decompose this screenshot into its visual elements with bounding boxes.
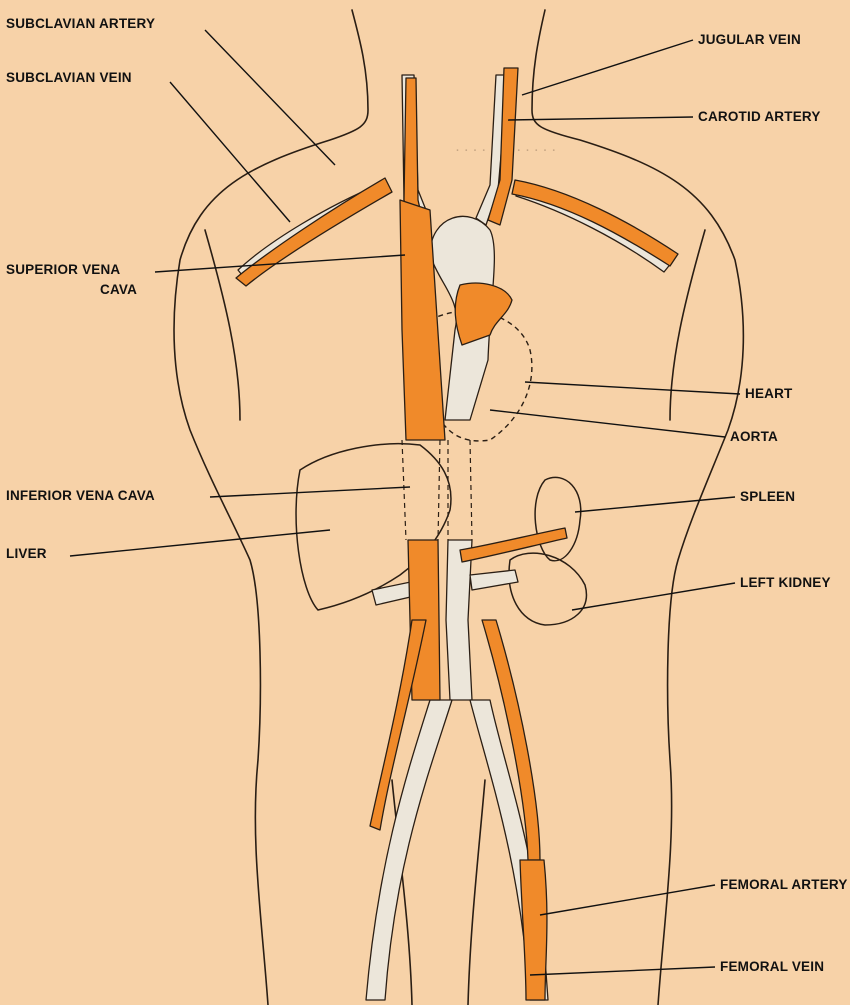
left-kidney-outline [509,553,586,625]
arteries [236,68,678,1000]
label-femoral-vein: FEMORAL VEIN [720,959,824,975]
label-superior-vena-cava-2: CAVA [100,282,137,298]
label-femoral-artery: FEMORAL ARTERY [720,877,848,893]
label-aorta: AORTA [730,429,778,445]
body-outline [174,10,743,1005]
label-jugular-vein: JUGULAR VEIN [698,32,801,48]
label-left-kidney: LEFT KIDNEY [740,575,831,591]
label-subclavian-artery: SUBCLAVIAN ARTERY [6,16,155,32]
label-subclavian-vein: SUBCLAVIAN VEIN [6,70,132,86]
label-heart: HEART [745,386,793,402]
label-spleen: SPLEEN [740,489,795,505]
label-superior-vena-cava: SUPERIOR VENA [6,262,120,278]
label-inferior-vena-cava: INFERIOR VENA CAVA [6,488,155,504]
spleen-outline [535,477,581,560]
label-liver: LIVER [6,546,47,562]
hidden-vessels [402,440,472,540]
label-carotid-artery: CAROTID ARTERY [698,109,821,125]
